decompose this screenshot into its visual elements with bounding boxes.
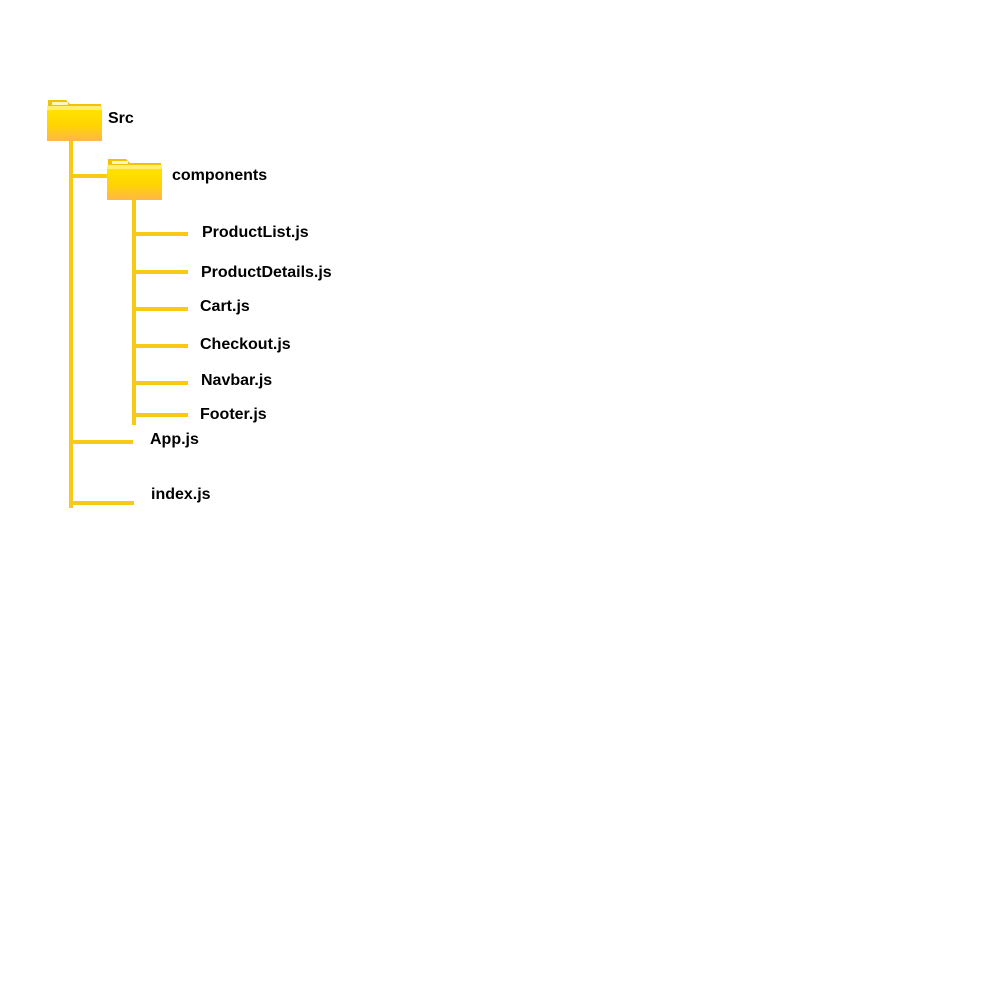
file-label-productlist: ProductList.js — [202, 224, 309, 241]
folder-label-components: components — [172, 167, 268, 184]
branch-file — [69, 440, 133, 444]
file-label-checkout: Checkout.js — [200, 336, 291, 353]
branch-file — [132, 381, 188, 385]
folder-label-src: Src — [108, 110, 134, 127]
branch-file — [132, 270, 188, 274]
components-trunk-line — [132, 199, 136, 425]
folder-icon — [47, 100, 102, 141]
branch-file — [132, 307, 188, 311]
file-label-index: index.js — [151, 486, 211, 503]
branch-file — [132, 344, 188, 348]
file-label-app: App.js — [150, 431, 199, 448]
folder-icon — [107, 159, 162, 200]
root-trunk-line — [69, 141, 73, 508]
file-label-cart: Cart.js — [200, 298, 250, 315]
branch-file — [132, 413, 188, 417]
branch-file — [69, 501, 134, 505]
file-label-productdetails: ProductDetails.js — [201, 264, 332, 281]
branch-components — [69, 174, 111, 178]
branch-file — [132, 232, 188, 236]
file-label-footer: Footer.js — [200, 406, 267, 423]
file-label-navbar: Navbar.js — [201, 372, 273, 389]
